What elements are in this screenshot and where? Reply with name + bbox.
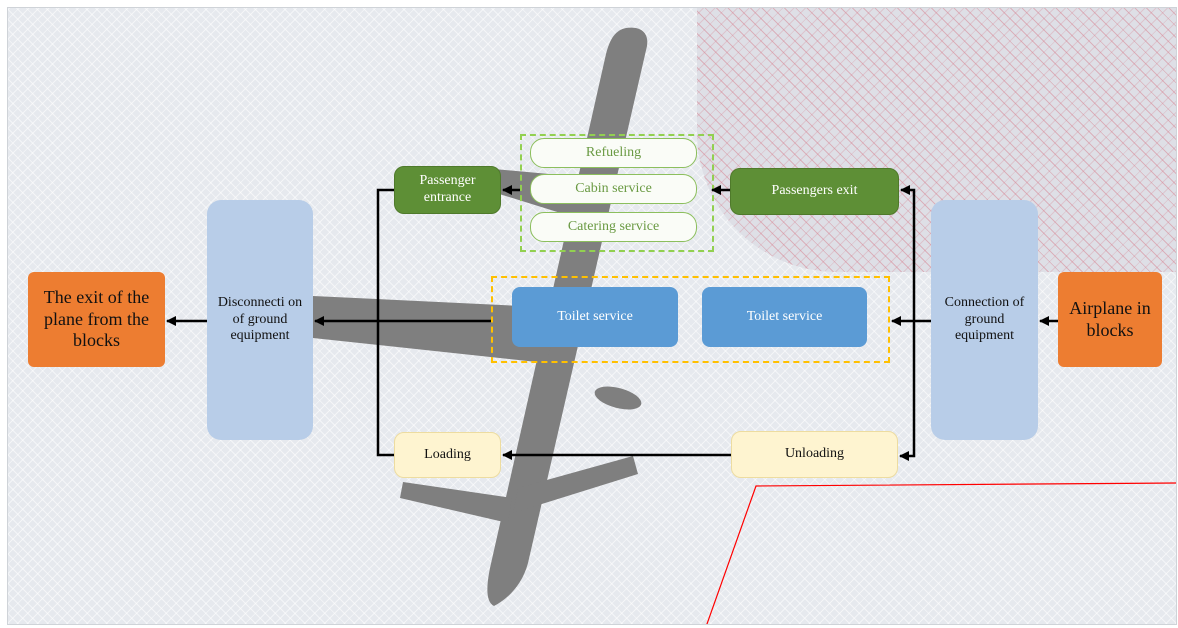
unloading-label: Unloading xyxy=(784,446,845,462)
exit-from-blocks-node: The exit of the plane from the blocks xyxy=(28,272,165,367)
exit-from-blocks-label: The exit of the plane from the blocks xyxy=(43,287,150,351)
passengers-exit-node: Passengers exit xyxy=(730,168,899,215)
catering-service-label: Catering service xyxy=(567,218,660,234)
passenger-entrance-node: Passenger entrance xyxy=(394,166,501,214)
refueling-label: Refueling xyxy=(585,144,642,160)
toilet-service-left-node: Toilet service xyxy=(512,287,678,347)
refueling-node: Refueling xyxy=(530,138,697,168)
disconnection-ground-equipment-label: Disconnecti on of ground equipment xyxy=(217,294,303,344)
passengers-exit-label: Passengers exit xyxy=(771,183,858,199)
unloading-node: Unloading xyxy=(731,431,898,478)
catering-service-node: Catering service xyxy=(530,212,697,242)
airplane-in-blocks-label: Airplane in blocks xyxy=(1069,297,1151,340)
airplane-in-blocks-node: Airplane in blocks xyxy=(1058,272,1162,367)
arrow-to-passengers-exit xyxy=(900,185,916,321)
diagram-canvas: Airplane in blocks Connection of ground … xyxy=(7,7,1177,625)
cabin-service-label: Cabin service xyxy=(575,180,652,196)
toilet-service-group xyxy=(491,276,890,363)
connection-ground-equipment-label: Connection of ground equipment xyxy=(944,294,1025,344)
loading-node: Loading xyxy=(394,432,501,478)
hatched-apron-area xyxy=(697,8,1176,272)
toilet-service-right-node: Toilet service xyxy=(702,287,867,347)
arrow-to-unloading xyxy=(899,321,916,461)
boundary-line xyxy=(706,482,1176,624)
connection-ground-equipment-node: Connection of ground equipment xyxy=(931,200,1038,440)
disconnection-ground-equipment-node: Disconnecti on of ground equipment xyxy=(207,200,313,440)
toilet-service-left-label: Toilet service xyxy=(557,308,633,324)
passenger-entrance-label: Passenger entrance xyxy=(419,173,476,205)
bracket-entrance-loading xyxy=(376,188,394,457)
toilet-service-right-label: Toilet service xyxy=(746,308,823,324)
loading-label: Loading xyxy=(424,446,471,462)
cabin-service-node: Cabin service xyxy=(530,174,697,204)
flow-connectors xyxy=(166,185,1058,461)
